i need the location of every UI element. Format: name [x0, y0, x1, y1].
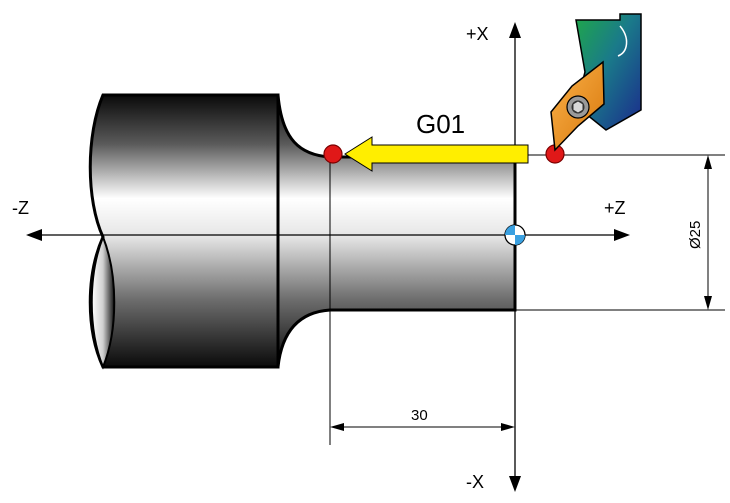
large-diameter-section [88, 93, 280, 369]
length-dimension: 30 [330, 407, 515, 431]
work-origin-icon [504, 224, 526, 246]
axis-label-plus-z: +Z [604, 198, 626, 218]
length-dimension-label: 30 [411, 407, 428, 424]
g01-feed-arrow [344, 136, 529, 172]
axis-label-minus-z: -Z [12, 198, 29, 218]
small-diameter-section [276, 94, 517, 368]
diameter-dimension-label: Ø25 [687, 221, 704, 249]
end-face-highlight [90, 234, 116, 370]
axis-label-minus-x: -X [466, 472, 484, 492]
turning-tool-icon [550, 13, 642, 152]
diameter-dimension: Ø25 [687, 155, 712, 310]
axis-label-plus-x: +X [466, 24, 489, 44]
end-point [323, 144, 343, 164]
x-axis [509, 22, 521, 492]
gcode-label: G01 [416, 109, 465, 139]
